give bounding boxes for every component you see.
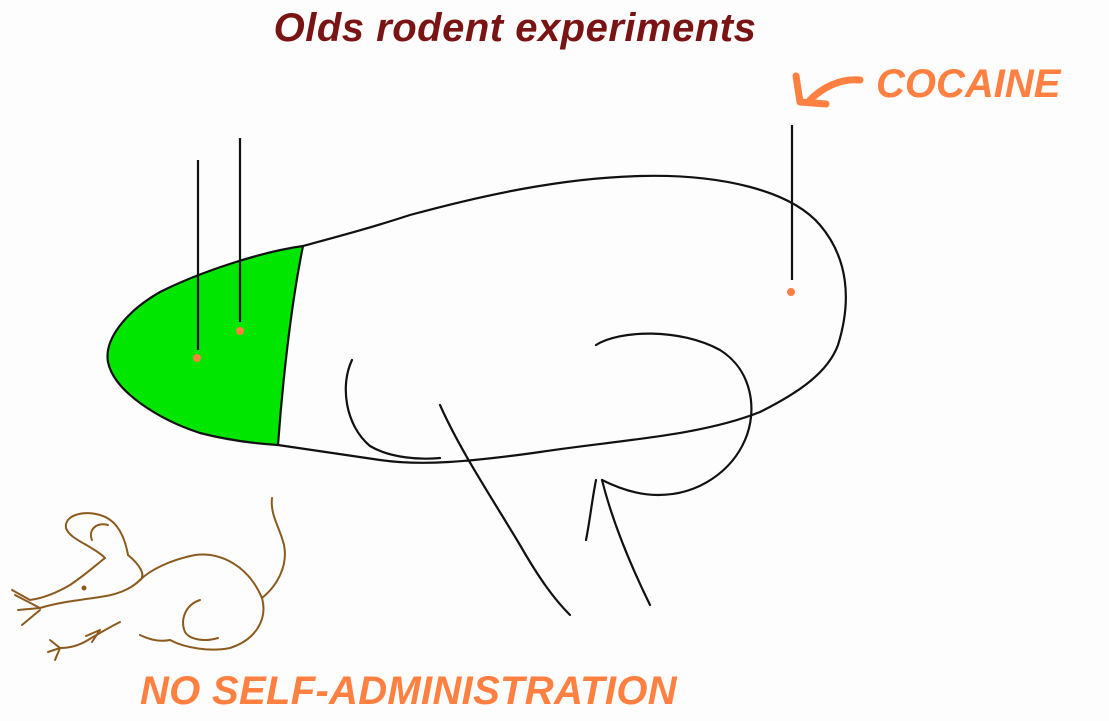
drug-label: COCAINE bbox=[876, 62, 1060, 107]
bottom-label: NO SELF-ADMINISTRATION bbox=[140, 669, 677, 714]
curved-arrow-icon bbox=[796, 76, 860, 104]
electrode-tip-1 bbox=[193, 354, 201, 362]
mouse-icon bbox=[12, 498, 285, 660]
frontal-region bbox=[108, 246, 303, 445]
electrode-tip-2 bbox=[236, 327, 244, 335]
electrode-tip-3 bbox=[787, 288, 795, 296]
